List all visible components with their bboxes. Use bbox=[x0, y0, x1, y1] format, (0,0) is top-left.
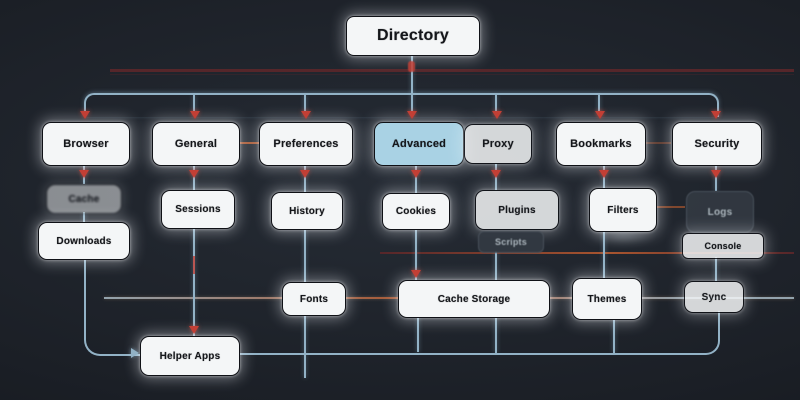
edge-drop-preferences bbox=[304, 95, 306, 115]
arrow-down-icon bbox=[407, 111, 417, 119]
node-cache-storage: Cache Storage bbox=[398, 280, 550, 318]
node-helper-apps-label: Helper Apps bbox=[159, 350, 221, 362]
node-sync-label: Sync bbox=[701, 291, 727, 303]
edge-bookmarks-security bbox=[645, 142, 671, 144]
edge-cachestorage-bottom-left bbox=[417, 316, 419, 352]
node-security: Security bbox=[672, 122, 762, 166]
node-helper-apps: Helper Apps bbox=[140, 336, 240, 376]
edge-distribution-bracket bbox=[84, 93, 719, 117]
node-downloads: Downloads bbox=[38, 222, 130, 260]
node-history-label: History bbox=[289, 205, 325, 217]
edge-cookies-cachestorage bbox=[415, 228, 417, 280]
edge-general-preferences bbox=[238, 142, 259, 144]
edge-downloads-helperapps bbox=[84, 258, 143, 356]
arrow-down-icon bbox=[300, 170, 310, 178]
node-preferences-label: Preferences bbox=[273, 138, 339, 150]
mid-bus-line bbox=[380, 252, 794, 254]
node-plugins: Plugins bbox=[475, 190, 559, 230]
edge-console-sync bbox=[715, 257, 717, 281]
node-plugins-label: Plugins bbox=[498, 204, 536, 216]
edge-filters-themes bbox=[603, 230, 605, 278]
node-sessions: Sessions bbox=[161, 190, 235, 229]
arrow-down-icon bbox=[491, 170, 501, 178]
edge-advanced-cookies bbox=[415, 164, 417, 193]
arrow-down-icon bbox=[711, 111, 721, 119]
arrow-down-icon bbox=[411, 170, 421, 178]
node-scripts: Scripts bbox=[478, 231, 544, 253]
node-general-label: General bbox=[174, 138, 218, 150]
node-root-directory: Directory bbox=[346, 16, 480, 56]
node-sessions-label: Sessions bbox=[175, 204, 221, 215]
edge-cachestorage-bottom-right bbox=[495, 316, 497, 353]
node-filters-label: Filters bbox=[607, 204, 639, 216]
node-proxy: Proxy bbox=[464, 124, 532, 164]
node-console: Console bbox=[682, 233, 764, 259]
edge-drop-proxy bbox=[495, 95, 497, 115]
edge-drop-bookmarks bbox=[598, 95, 600, 115]
arrow-down-icon bbox=[189, 170, 199, 178]
edge-cache-downloads bbox=[83, 212, 85, 222]
node-fonts: Fonts bbox=[282, 282, 346, 316]
node-cookies: Cookies bbox=[382, 193, 450, 230]
node-advanced: Advanced bbox=[374, 122, 464, 166]
node-scripts-label: Scripts bbox=[495, 237, 527, 247]
node-history: History bbox=[271, 192, 343, 230]
node-downloads-label: Downloads bbox=[56, 235, 112, 247]
node-cache: Cache bbox=[46, 184, 122, 214]
node-bookmarks: Bookmarks bbox=[556, 122, 646, 166]
arrow-right-icon bbox=[131, 348, 139, 358]
node-filters: Filters bbox=[589, 188, 657, 232]
arrow-down-icon bbox=[411, 270, 421, 278]
arrow-down-icon bbox=[79, 170, 89, 178]
edge-sessions-helperapps bbox=[193, 227, 195, 336]
arrow-down-icon bbox=[599, 170, 609, 178]
node-security-label: Security bbox=[694, 138, 740, 150]
edge-themes-bottombus bbox=[613, 318, 615, 353]
arrow-down-icon bbox=[711, 170, 721, 178]
arrow-down-icon bbox=[301, 111, 311, 119]
node-cache-storage-label: Cache Storage bbox=[437, 293, 511, 305]
node-sync: Sync bbox=[684, 281, 744, 313]
arrow-down-icon bbox=[189, 326, 199, 334]
node-bookmarks-label: Bookmarks bbox=[570, 138, 632, 150]
arrow-down-icon bbox=[595, 111, 605, 119]
node-advanced-label: Advanced bbox=[391, 138, 447, 150]
arrow-down-icon bbox=[80, 111, 90, 119]
node-logs-label: Logs bbox=[707, 206, 733, 218]
node-browser: Browser bbox=[42, 122, 130, 166]
arrow-down-icon bbox=[190, 111, 200, 119]
edge-red-segment bbox=[193, 256, 195, 274]
node-cache-label: Cache bbox=[68, 193, 100, 205]
edge-preferences-history bbox=[304, 164, 306, 192]
node-logs: Logs bbox=[686, 191, 754, 233]
node-proxy-label: Proxy bbox=[482, 138, 514, 150]
bottom-bus-line bbox=[236, 311, 720, 355]
edge-drop-general bbox=[193, 95, 195, 115]
edge-scripts-cachestorage bbox=[495, 251, 497, 280]
edge-root-stub bbox=[411, 54, 413, 114]
node-preferences: Preferences bbox=[259, 122, 353, 166]
arrow-down-icon bbox=[408, 61, 415, 72]
node-cookies-label: Cookies bbox=[395, 206, 437, 217]
edge-filters-logs bbox=[642, 206, 685, 208]
node-themes-label: Themes bbox=[587, 293, 627, 305]
node-console-label: Console bbox=[704, 241, 742, 251]
node-general: General bbox=[152, 122, 240, 166]
top-bus-line-shadow bbox=[110, 74, 794, 75]
arrow-down-icon bbox=[492, 111, 502, 119]
top-bus-line bbox=[110, 69, 794, 72]
node-root-directory-label: Directory bbox=[376, 27, 450, 44]
node-themes: Themes bbox=[572, 278, 642, 320]
node-fonts-label: Fonts bbox=[299, 293, 329, 305]
node-browser-label: Browser bbox=[63, 138, 109, 150]
